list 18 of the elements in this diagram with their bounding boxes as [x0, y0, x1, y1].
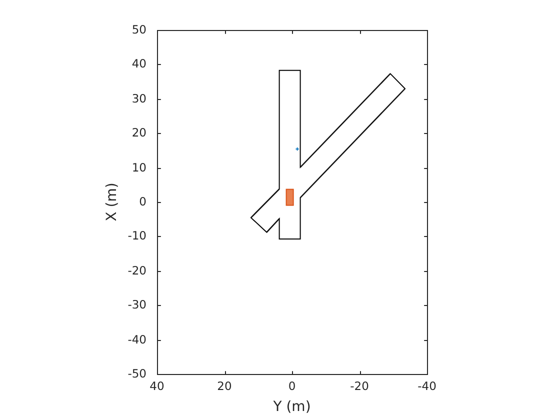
tick-label: 20 — [132, 127, 146, 139]
axis-title: X (m) — [105, 182, 119, 222]
tick-label: 0 — [288, 381, 296, 392]
tick-label: -20 — [350, 381, 369, 392]
tick-label: -30 — [128, 299, 146, 311]
tick-label: -40 — [128, 334, 146, 346]
tick-label: 50 — [132, 24, 146, 36]
tick-label: -20 — [128, 265, 146, 277]
tick-label: 0 — [139, 196, 146, 208]
tick-label: 20 — [217, 381, 232, 392]
axis-title: Y (m) — [273, 400, 311, 414]
tick-label: 10 — [132, 162, 146, 174]
tick-label: 40 — [132, 58, 146, 70]
tick-label: -50 — [128, 368, 146, 380]
tick-label: -40 — [418, 381, 436, 392]
tick-label: -10 — [128, 230, 146, 242]
tick-label: 30 — [132, 93, 146, 105]
tick-label: 40 — [150, 381, 164, 392]
